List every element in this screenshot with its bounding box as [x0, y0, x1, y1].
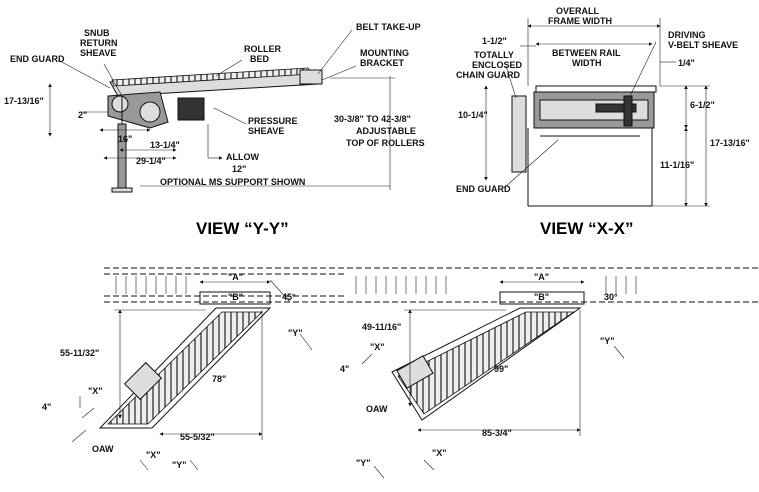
driving-vbelt-sheave — [623, 95, 633, 127]
label-between-rail-1: BETWEEN RAIL — [552, 48, 621, 58]
label-adjustable: ADJUSTABLE — [356, 126, 416, 136]
dim-16: 16" — [118, 134, 132, 144]
dim-11-1-16: 11-1/16" — [660, 160, 694, 170]
dim-4-left: 4" — [42, 402, 51, 412]
drive-motor — [177, 97, 205, 121]
label-optional-support: OPTIONAL MS SUPPORT SHOWN — [160, 177, 305, 187]
mark-y-bottom-left: "Y" — [172, 460, 187, 470]
label-allow-1: ALLOW — [226, 152, 259, 162]
dim-29-1-4: 29-1/4" — [136, 156, 166, 166]
dim-top-range: 30-3/8" TO 42-3/8" — [334, 114, 411, 124]
dim-17-13-16-left: 17-13/16" — [4, 96, 44, 106]
label-pressure-1: PRESSURE — [248, 116, 298, 126]
mark-x-left: "X" — [88, 386, 103, 396]
end-guard-panel — [511, 95, 527, 173]
dim-b-left: "B" — [228, 292, 243, 302]
dim-49-11-16: 49-11/16" — [362, 322, 401, 332]
dim-a-right: "A" — [534, 272, 549, 282]
spur-30-rollers — [397, 311, 576, 415]
dim-17-13-16-right: 17-13/16" — [710, 138, 750, 148]
dim-1-4: 1/4" — [678, 58, 695, 68]
label-oaw-right: OAW — [366, 404, 388, 414]
mark-y-right: "Y" — [600, 336, 615, 346]
view-xx-title: VIEW “X-X” — [540, 219, 634, 238]
label-overall-1: OVERALL — [556, 6, 600, 16]
dim-a-left: "A" — [228, 272, 243, 282]
dim-6-1-2: 6-1/2" — [690, 100, 715, 110]
support-foot — [111, 187, 133, 193]
label-top-of-rollers: TOP OF ROLLERS — [346, 138, 425, 148]
label-pressure-2: SHEAVE — [248, 126, 284, 136]
view-yy-title: VIEW “Y-Y” — [196, 219, 289, 238]
spur-45-rollers — [107, 311, 263, 425]
dim-85-3-4: 85-3/4" — [482, 428, 512, 438]
view-xx-drawing — [484, 18, 710, 207]
label-oaw-left: OAW — [92, 444, 114, 454]
spur-45-drive — [123, 361, 163, 401]
chain-guard-body — [595, 103, 637, 113]
dim-10-1-4: 10-1/4" — [458, 110, 488, 120]
angle-45: 45° — [282, 292, 296, 302]
label-overall-2: FRAME WIDTH — [548, 16, 612, 26]
label-roller-2: BED — [250, 54, 270, 64]
dim-55-5-32: 55-5/32" — [180, 432, 215, 442]
label-allow-2: 12" — [232, 164, 246, 174]
label-driving-2: V-BELT SHEAVE — [668, 40, 738, 50]
snub-sheave — [111, 95, 129, 113]
mark-x-right: "X" — [370, 342, 385, 352]
view-yy-drawing — [48, 29, 395, 193]
spur-30-conveyor — [361, 280, 625, 479]
dim-99: 99" — [494, 364, 508, 374]
mark-x-bottom-left: "X" — [146, 450, 161, 460]
dim-55-11-32: 55-11/32" — [60, 348, 99, 358]
label-end-guard: END GUARD — [10, 54, 65, 64]
mark-y-bottom-right: "Y" — [356, 458, 371, 468]
dim-2: 2" — [78, 110, 87, 120]
dim-13-1-4: 13-1/4" — [150, 140, 180, 150]
label-snub-2: RETURN — [80, 38, 118, 48]
label-snub-1: SNUB — [84, 28, 110, 38]
label-xx-end-guard: END GUARD — [456, 184, 511, 194]
dim-b-right: "B" — [534, 292, 549, 302]
belt-takeup-bracket — [299, 69, 323, 85]
label-driving-1: DRIVING — [668, 30, 706, 40]
mark-y-left: "Y" — [288, 328, 303, 338]
label-mounting-1: MOUNTING — [360, 48, 409, 58]
label-snub-3: SHEAVE — [80, 48, 116, 58]
label-guard-2: ENCLOSED — [472, 60, 523, 70]
pressure-sheave-wheel — [139, 101, 161, 123]
main-line-conveyor — [104, 267, 759, 303]
angle-30: 30° — [604, 292, 618, 302]
label-between-rail-2: WIDTH — [572, 58, 602, 68]
dim-78: 78" — [212, 374, 226, 384]
label-roller-1: ROLLER — [244, 44, 281, 54]
spur-45-conveyor — [71, 279, 313, 471]
label-belt-takeup: BELT TAKE-UP — [356, 22, 421, 32]
dim-4-right: 4" — [340, 364, 349, 374]
dim-1-1-2: 1-1/2" — [482, 36, 507, 46]
label-guard-1: TOTALLY — [474, 50, 514, 60]
label-mounting-2: BRACKET — [360, 58, 405, 68]
label-guard-3: CHAIN GUARD — [456, 70, 520, 80]
mark-x-bottom-right: "X" — [432, 448, 447, 458]
